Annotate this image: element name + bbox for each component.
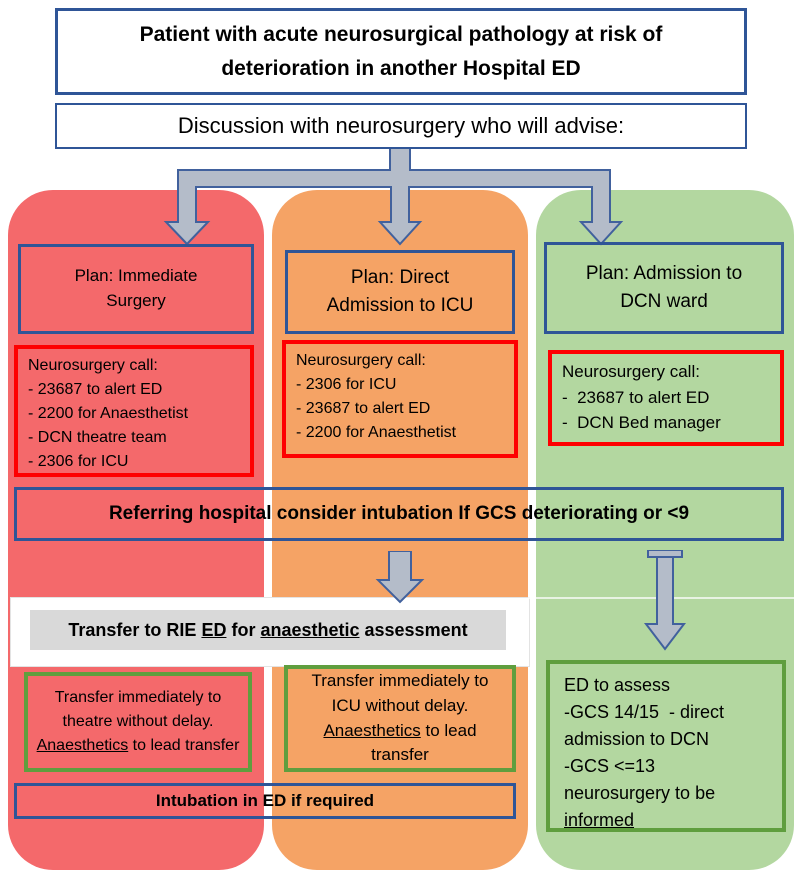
outcome-line: neurosurgery to be — [564, 783, 716, 803]
outcome-icu-text: Transfer immediately to ICU without dela… — [296, 669, 504, 768]
outcome-line: -GCS 14/15 - direct — [564, 702, 725, 722]
referring-hospital-text: Referring hospital consider intubation I… — [108, 503, 690, 524]
outcome-theatre-text: Transfer immediately to theatre without … — [36, 686, 240, 758]
call-item: - 2306 for ICU — [28, 453, 129, 470]
call-item: - 2200 for Anaesthetist — [28, 405, 189, 422]
transfer-rie-part: Transfer to RIE — [68, 619, 202, 640]
outcome-line: ED to assess — [564, 675, 671, 695]
call-item: - DCN theatre team — [28, 429, 167, 446]
plan-text-line: Surgery — [106, 291, 166, 310]
plan-text-line: Plan: Immediate — [74, 266, 198, 286]
transfer-rie-text: Transfer to RIE ED for anaesthetic asses… — [68, 620, 467, 641]
outcome-ed-assess-box: ED to assess -GCS 14/15 - direct admissi… — [546, 660, 786, 832]
call-title: Neurosurgery call: — [562, 362, 700, 381]
down-arrow-icon — [375, 551, 425, 604]
intubation-ed-text: Intubation in ED if required — [155, 791, 375, 810]
neurosurgery-call-box-dcn: Neurosurgery call: - 23687 to alert ED -… — [548, 350, 784, 446]
neurosurgery-call-box-icu: Neurosurgery call: - 2306 for ICU - 2368… — [282, 340, 518, 458]
call-item: - 2200 for Anaesthetist — [296, 424, 457, 441]
branch-arrows-icon — [163, 148, 624, 246]
intubation-ed-banner: Intubation in ED if required — [14, 783, 516, 819]
plan-icu-admission-box: Plan: Direct Admission to ICU — [285, 250, 515, 334]
plan-immediate-surgery-box: Plan: Immediate Surgery — [18, 244, 254, 334]
plan-dcn-ward-box: Plan: Admission to DCN ward — [544, 242, 784, 334]
title-box: Patient with acute neurosurgical patholo… — [55, 8, 747, 95]
transfer-rie-part: for — [226, 619, 261, 640]
call-item: - 2306 for ICU — [296, 376, 397, 393]
page-title: Patient with acute neurosurgical patholo… — [139, 22, 663, 80]
call-title: Neurosurgery call: — [28, 357, 158, 374]
down-arrow-long-icon — [643, 550, 687, 651]
column-dcn-ward — [536, 190, 794, 870]
transfer-rie-banner: Transfer to RIE ED for anaesthetic asses… — [30, 610, 506, 650]
outcome-line: informed — [564, 807, 768, 834]
column-immediate-surgery — [8, 190, 264, 870]
outcome-underline-informed: informed — [564, 810, 635, 830]
call-title: Neurosurgery call: — [296, 352, 426, 369]
call-item: - 23687 to alert ED — [562, 387, 710, 407]
call-item: - 23687 to alert ED — [28, 381, 163, 398]
column-icu-admission — [272, 190, 528, 870]
plan-text-line: Plan: Direct — [350, 267, 450, 289]
transfer-rie-part: assessment — [359, 619, 468, 640]
plan-text-line: DCN ward — [620, 291, 708, 312]
outcome-underline-anaesthetics: Anaesthetics — [323, 720, 421, 740]
referring-hospital-banner: Referring hospital consider intubation I… — [14, 487, 784, 541]
outcome-theatre-box: Transfer immediately to theatre without … — [24, 672, 252, 772]
call-item: - 23687 to alert ED — [296, 400, 431, 417]
outcome-text-part: Transfer immediately to ICU without dela… — [311, 671, 489, 715]
outcome-text-part: to lead transfer — [128, 737, 240, 754]
call-item: - DCN Bed manager — [562, 413, 721, 432]
outcome-line: admission to DCN — [564, 729, 710, 749]
outcome-text-part: to lead transfer — [371, 720, 477, 765]
discussion-text: Discussion with neurosurgery who will ad… — [177, 113, 625, 138]
neurosurgery-call-box-surgery: Neurosurgery call: - 23687 to alert ED -… — [14, 345, 254, 477]
discussion-box: Discussion with neurosurgery who will ad… — [55, 103, 747, 149]
outcome-underline-anaesthetics: Anaesthetics — [36, 737, 129, 754]
outcome-line: -GCS <=13 — [564, 756, 656, 776]
plan-text-line: Plan: Admission to — [585, 263, 743, 285]
outcome-text-part: Transfer immediately to theatre without … — [54, 689, 222, 730]
transfer-rie-underline-anaesthetic: anaesthetic — [260, 619, 360, 640]
outcome-icu-box: Transfer immediately to ICU without dela… — [284, 665, 516, 772]
plan-text-line: Admission to ICU — [326, 295, 474, 316]
transfer-rie-underline-ed: ED — [201, 619, 227, 640]
